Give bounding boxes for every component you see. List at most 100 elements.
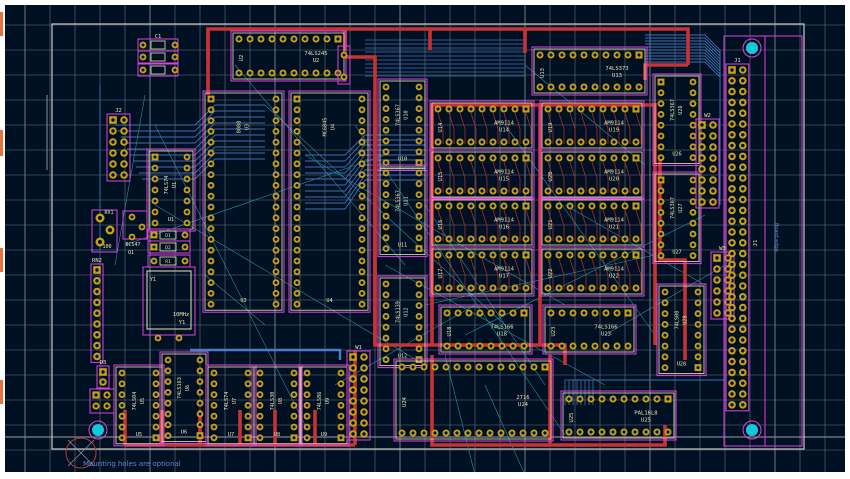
signal-trace bbox=[547, 258, 554, 290]
pad-hole bbox=[95, 268, 99, 272]
pad-hole bbox=[663, 322, 667, 326]
pad-hole bbox=[604, 85, 608, 89]
pad-hole bbox=[469, 237, 473, 241]
component-label: U12 bbox=[404, 307, 410, 316]
pad-hole bbox=[274, 140, 278, 144]
pad-hole bbox=[274, 216, 278, 220]
pad-hole bbox=[417, 161, 421, 165]
pad-hole bbox=[417, 247, 421, 251]
pad-hole bbox=[730, 89, 734, 94]
component-label: W3 bbox=[719, 246, 726, 252]
signal-trace bbox=[624, 209, 631, 241]
pad-hole bbox=[623, 189, 627, 193]
pad-hole bbox=[578, 397, 582, 401]
pad-hole bbox=[153, 199, 157, 203]
pad-hole bbox=[400, 365, 404, 369]
pad-hole bbox=[154, 403, 158, 407]
pad-hole bbox=[295, 237, 299, 241]
component-label: R1 bbox=[165, 259, 171, 265]
pad-hole bbox=[122, 173, 126, 177]
component-label: AM9114 bbox=[604, 218, 625, 224]
signal-trace bbox=[569, 112, 576, 144]
courtyard bbox=[377, 78, 428, 172]
pad-hole bbox=[360, 129, 364, 133]
signal-trace bbox=[580, 112, 587, 144]
component-label: AM9114 bbox=[494, 267, 515, 273]
pad-hole bbox=[726, 256, 730, 260]
pad-hole bbox=[655, 397, 659, 401]
pad-hole bbox=[122, 151, 126, 155]
component-label: J2 bbox=[115, 108, 122, 114]
pad-hole bbox=[209, 302, 213, 306]
pad-hole bbox=[491, 204, 495, 208]
pad-hole bbox=[274, 205, 278, 209]
pad-hole bbox=[209, 227, 213, 231]
component-label: Y1 bbox=[150, 277, 156, 283]
signal-trace bbox=[503, 209, 510, 241]
component-w1 bbox=[346, 350, 371, 441]
pad-hole bbox=[730, 381, 734, 385]
pad-hole bbox=[185, 221, 189, 225]
signal-trace bbox=[635, 209, 642, 241]
signal-trace bbox=[613, 209, 620, 241]
pad-hole bbox=[212, 393, 216, 397]
pad-hole bbox=[590, 140, 594, 144]
pad-hole bbox=[623, 107, 627, 111]
pad-hole bbox=[295, 248, 299, 252]
component-u27 bbox=[652, 171, 702, 265]
signal-trace bbox=[591, 112, 598, 144]
pad-hole bbox=[644, 430, 648, 434]
pad-hole bbox=[360, 151, 364, 155]
signal-trace bbox=[448, 112, 455, 144]
pad-hole bbox=[314, 37, 318, 41]
component-u25 bbox=[560, 390, 677, 441]
signal-trace bbox=[190, 348, 342, 360]
pad-hole bbox=[237, 37, 241, 41]
component-label: 74LS86 bbox=[317, 392, 323, 411]
courtyard bbox=[122, 210, 148, 240]
pad-hole bbox=[730, 284, 734, 288]
component-u11 bbox=[377, 164, 428, 258]
pad-hole bbox=[274, 183, 278, 187]
signal-trace bbox=[470, 258, 477, 290]
pad-hole bbox=[524, 253, 528, 257]
pad-hole bbox=[469, 204, 473, 208]
pad-hole bbox=[655, 430, 659, 434]
signal-trace bbox=[602, 209, 609, 241]
pad-hole bbox=[579, 156, 583, 160]
pad-hole bbox=[604, 311, 608, 315]
component-label: BC547 bbox=[125, 242, 140, 248]
pad-hole bbox=[130, 215, 134, 219]
pad-hole bbox=[351, 399, 355, 403]
pad-hole bbox=[549, 53, 553, 57]
pad-hole bbox=[696, 333, 700, 337]
component-label: 74LS00 bbox=[675, 311, 681, 330]
pad-hole bbox=[663, 366, 667, 370]
component-j1 bbox=[725, 63, 750, 412]
pad-hole bbox=[634, 253, 638, 257]
silkscreen-outline bbox=[541, 151, 643, 198]
signal-trace bbox=[481, 112, 488, 144]
pad-hole bbox=[274, 237, 278, 241]
pad-hole bbox=[590, 237, 594, 241]
component-u13 bbox=[531, 46, 648, 96]
pad-hole bbox=[153, 177, 157, 181]
pad-hole bbox=[557, 253, 561, 257]
component-u5 bbox=[113, 364, 165, 447]
courtyard bbox=[725, 63, 750, 412]
pad-hole bbox=[730, 208, 734, 213]
signal-trace bbox=[492, 161, 499, 193]
pad-hole bbox=[209, 183, 213, 187]
courtyard bbox=[96, 365, 110, 389]
pad-hole bbox=[579, 237, 583, 241]
pad-hole bbox=[741, 197, 745, 202]
pad-hole bbox=[384, 214, 388, 218]
pad-hole bbox=[730, 251, 734, 256]
pad-hole bbox=[626, 344, 630, 348]
signal-trace bbox=[602, 161, 609, 193]
component-u17 bbox=[429, 246, 535, 297]
pad-hole bbox=[445, 311, 449, 315]
pad-hole bbox=[183, 245, 187, 249]
